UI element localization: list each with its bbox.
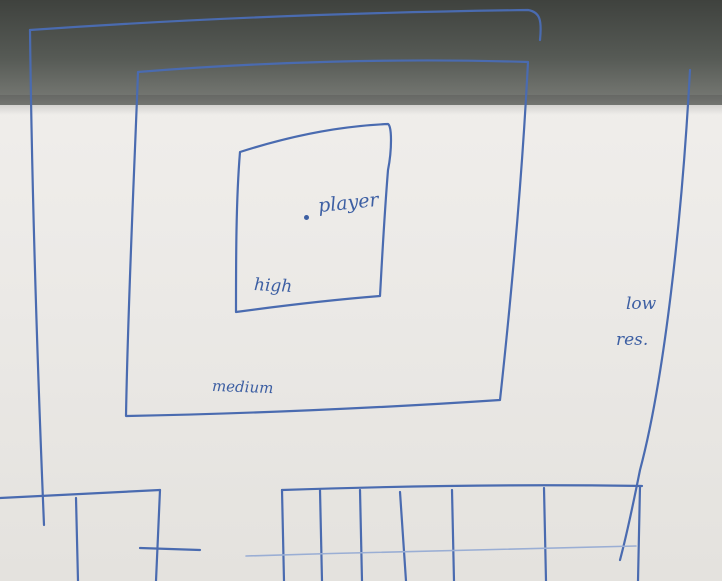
right-grid-top: [280, 484, 644, 492]
right-grid-v1: [318, 488, 324, 581]
left-grid-top: [0, 488, 162, 500]
low-res-region-top: [28, 8, 542, 42]
medium-region-outline: [124, 59, 530, 418]
high-region-outline: [234, 122, 393, 314]
low-res-region-right: [618, 68, 692, 562]
right-grid-v4: [450, 488, 456, 581]
medium-label: medium: [211, 376, 274, 398]
right-grid-right: [636, 484, 642, 581]
player-dot: [304, 215, 309, 220]
right-grid-v2: [358, 488, 364, 581]
low-res-region-outline: [28, 28, 46, 527]
left-grid-line-2: [154, 488, 162, 581]
res-label: res.: [616, 330, 649, 350]
left-grid-cross: [138, 546, 202, 552]
left-grid-line-1: [74, 496, 80, 581]
right-grid-v5: [542, 486, 548, 581]
high-label: high: [253, 275, 293, 297]
low-label: low: [626, 294, 657, 314]
right-grid-v3: [398, 490, 408, 581]
right-grid-left: [280, 488, 286, 581]
board-edge-shadow: [0, 95, 722, 115]
dark-wall-band: [0, 0, 722, 105]
right-grid-cross: [245, 545, 637, 557]
